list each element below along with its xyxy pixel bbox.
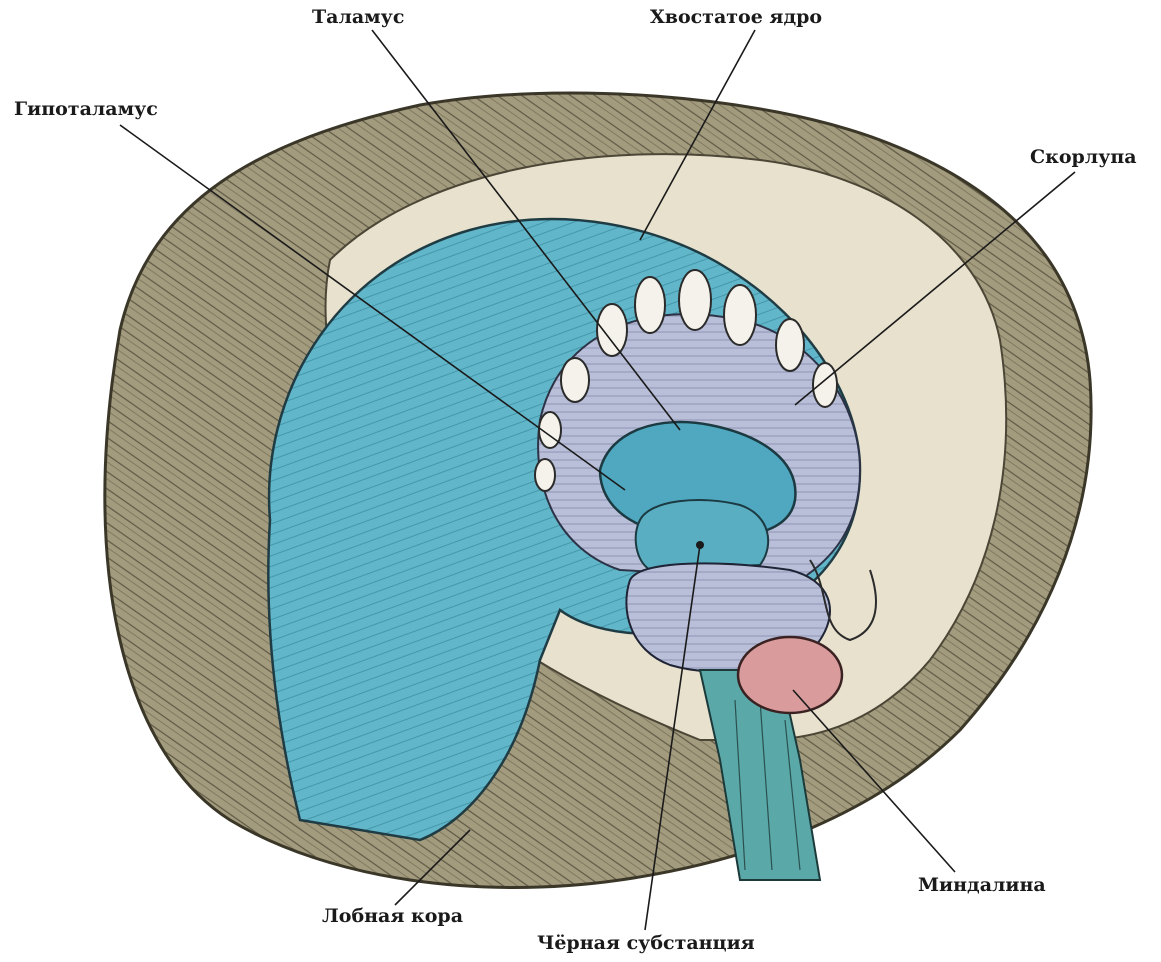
label-substantia-nigra: Чёрная субстанция <box>537 934 755 953</box>
label-amygdala: Миндалина <box>918 876 1046 895</box>
label-thalamus: Таламус <box>312 8 404 27</box>
amygdala <box>738 637 842 713</box>
midbrain <box>636 500 769 570</box>
substantia-nigra-marker <box>696 541 704 549</box>
label-putamen: Скорлупа <box>1030 148 1137 167</box>
label-frontal-cortex: Лобная кора <box>322 907 463 926</box>
label-hypothalamus: Гипоталамус <box>14 100 158 119</box>
label-caudate-nucleus: Хвостатое ядро <box>650 8 822 27</box>
